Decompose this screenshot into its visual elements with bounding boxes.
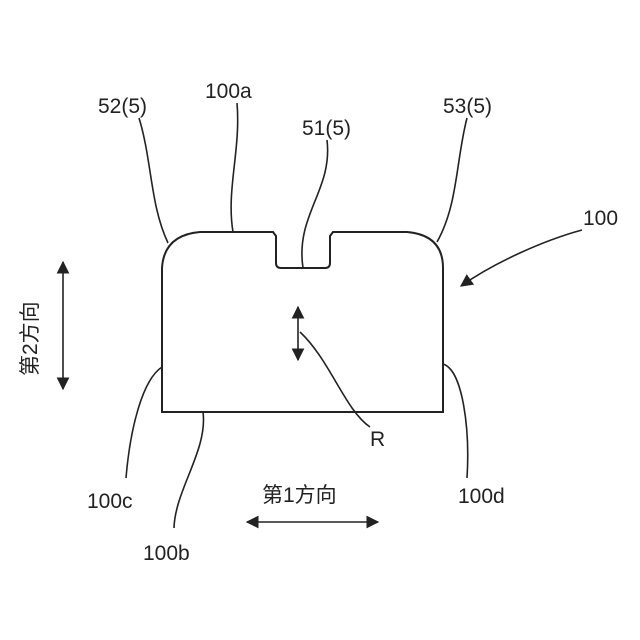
label-100a: 100a <box>205 80 252 103</box>
label-second-direction: 第2方向 <box>19 301 42 376</box>
leader-53 <box>437 118 467 242</box>
label-100d: 100d <box>458 485 505 508</box>
leader-100b <box>174 412 204 528</box>
label-100c: 100c <box>87 490 133 513</box>
arrow-100 <box>461 230 582 286</box>
leader-52 <box>139 118 168 243</box>
label-100: 100 <box>583 207 618 230</box>
label-first-direction: 第1方向 <box>262 484 337 507</box>
leader-100a <box>231 103 238 232</box>
label-51: 51(5) <box>302 117 351 140</box>
label-100b: 100b <box>143 542 190 565</box>
leader-51 <box>302 140 328 268</box>
leader-100d <box>443 364 468 478</box>
label-52: 52(5) <box>98 95 147 118</box>
label-r: R <box>370 428 385 451</box>
label-53: 53(5) <box>443 95 492 118</box>
leader-100c <box>126 367 162 478</box>
